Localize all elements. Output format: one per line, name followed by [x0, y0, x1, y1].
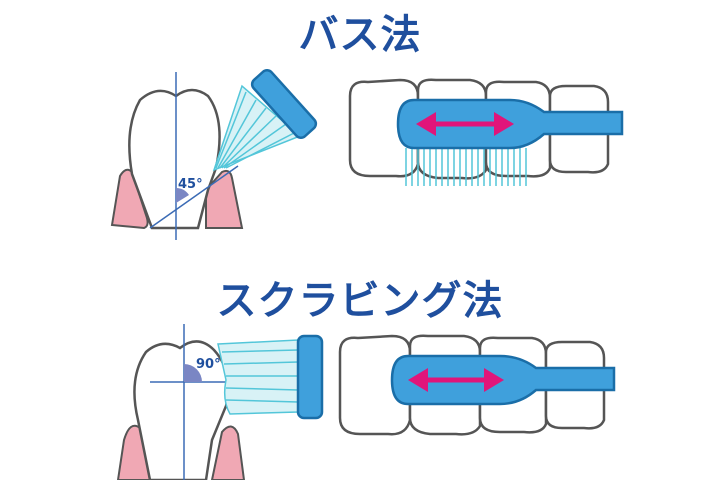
bass-motion-arrow — [416, 112, 514, 136]
scrub-gum-right — [210, 425, 246, 480]
bass-brush-head — [250, 68, 318, 140]
scrub-motion-arrow — [408, 368, 504, 392]
bass-angle-guide — [149, 165, 239, 229]
bass-tooth — [128, 88, 221, 230]
bass-bristle-lines — [215, 91, 297, 169]
scrub-angle-wedge — [184, 364, 202, 382]
bass-side-view: 45° — [110, 68, 318, 240]
bass-angle-label: 45° — [178, 177, 203, 192]
bass-method-title: バス法 — [298, 12, 422, 58]
scrub-brush-head — [296, 334, 324, 420]
scrub-bristles — [217, 339, 299, 415]
bass-front-view — [348, 78, 624, 186]
bass-angle-wedge — [176, 188, 189, 203]
scrubbing-method-title: スクラビング法 — [216, 278, 504, 324]
scrub-side-view: 90° — [116, 324, 324, 480]
scrub-front-view — [338, 334, 616, 436]
scrub-bristle-lines — [221, 349, 299, 403]
bass-front-bristles — [405, 148, 527, 186]
scrub-angle-label: 90° — [196, 357, 221, 372]
